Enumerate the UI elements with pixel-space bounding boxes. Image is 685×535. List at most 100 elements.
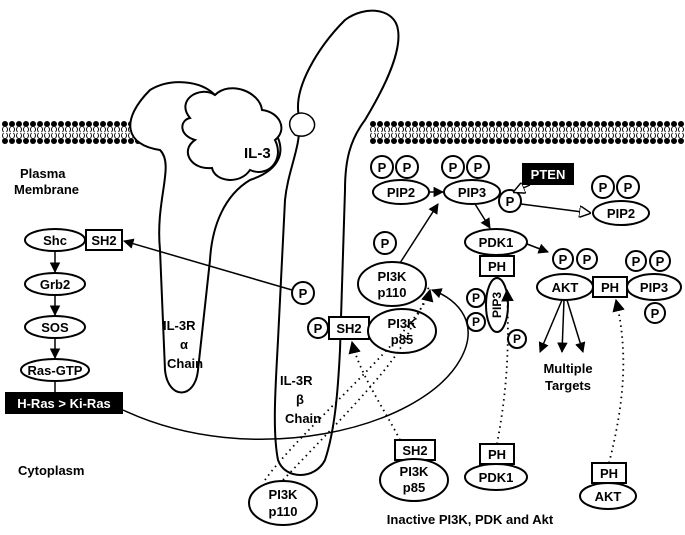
lipid-tail [377,126,383,133]
lipid-head [496,121,502,127]
lipid-tail [454,132,460,139]
lipid-tail [398,132,404,139]
lipid-head [678,121,684,127]
lipid-head [608,121,614,127]
pip2-node: PIP2 [372,179,430,205]
svg-text:PIP3: PIP3 [458,185,486,200]
lipid-tail [657,126,663,133]
svg-text:PH: PH [488,447,506,462]
akt-recruitment-dotted [608,298,625,464]
lipid-head [629,138,635,144]
lipid-tail [93,132,99,139]
svg-text:H-Ras > Ki-Ras: H-Ras > Ki-Ras [17,396,111,411]
inactive-sh2-box: SH2 [394,439,436,461]
lipid-tail [426,126,432,133]
lipid-head [601,138,607,144]
lipid-tail [65,132,71,139]
lipid-tail [573,126,579,133]
lipid-head [650,121,656,127]
lipid-head [79,121,85,127]
svg-text:Ras-GTP: Ras-GTP [28,363,83,378]
lipid-tail [9,132,15,139]
lipid-head [545,138,551,144]
lipid-tail [587,132,593,139]
lipid-tail [566,132,572,139]
lipid-tail [100,132,106,139]
pip2-right-phosphate-1: P [591,175,615,199]
svg-text:p85: p85 [403,480,425,495]
lipid-head [412,138,418,144]
lipid-head [531,121,537,127]
lipid-tail [23,126,29,133]
lipid-tail [496,132,502,139]
lipid-tail [671,126,677,133]
lipid-head [468,138,474,144]
lipid-head [538,138,544,144]
lipid-tail [482,132,488,139]
lipid-tail [405,126,411,133]
lipid-tail [370,132,376,139]
svg-text:P: P [474,160,483,175]
lipid-head [426,121,432,127]
svg-text:SH2: SH2 [336,321,361,336]
svg-text:PI3K: PI3K [388,316,418,331]
lipid-head [72,121,78,127]
lipid-head [37,138,43,144]
lipid-head [433,138,439,144]
lipid-head [398,121,404,127]
lipid-head [531,138,537,144]
lipid-head [2,138,8,144]
lipid-head [100,138,106,144]
lipid-tail [594,132,600,139]
svg-text:P: P [656,254,665,269]
lipid-head [440,121,446,127]
svg-text:P: P [559,252,568,267]
svg-text:PI3K: PI3K [400,464,430,479]
pip3-node: PIP3 [443,179,501,205]
lipid-head [65,121,71,127]
lipid-head [2,121,8,127]
svg-text:PI3K: PI3K [269,487,299,502]
lipid-head [475,121,481,127]
il3-ligand-shape [181,87,283,181]
lipid-head [9,121,15,127]
lipid-tail [664,126,670,133]
lipid-head [573,138,579,144]
pi3k-p110-inactive: PI3K p110 [248,480,318,526]
lipid-head [121,121,127,127]
akt-pip3-phosphate-1: P [625,250,647,272]
lipid-tail [587,126,593,133]
svg-text:PH: PH [601,280,619,295]
beta-chain-label-2: β [296,392,304,407]
lipid-head [377,121,383,127]
svg-text:Grb2: Grb2 [40,277,70,292]
lipid-tail [398,126,404,133]
lipid-tail [65,126,71,133]
inactive-caption: Inactive PI3K, PDK and Akt [387,512,554,527]
lipid-head [510,121,516,127]
lipid-head [587,121,593,127]
lipid-head [107,138,113,144]
lipid-head [615,138,621,144]
lipid-head [100,121,106,127]
lipid-head [51,121,57,127]
pip2-phosphate-2: P [395,155,419,179]
ras-to-pi3k-arrow [122,288,469,441]
lipid-head [405,121,411,127]
lipid-tail [643,126,649,133]
lipid-tail [440,126,446,133]
lipid-tail [44,126,50,133]
lipid-tail [426,132,432,139]
phosphate-to-shc-arrow [122,238,293,291]
lipid-tail [121,132,127,139]
lipid-tail [454,126,460,133]
lipid-head [671,121,677,127]
alpha-chain-label-1: IL-3R [163,318,196,333]
lipid-tail [552,126,558,133]
lipid-tail [9,126,15,133]
lipid-head [489,121,495,127]
lipid-tail [121,126,127,133]
svg-text:PIP2: PIP2 [387,185,415,200]
svg-text:PIP3: PIP3 [640,280,668,295]
lipid-tail [615,132,621,139]
